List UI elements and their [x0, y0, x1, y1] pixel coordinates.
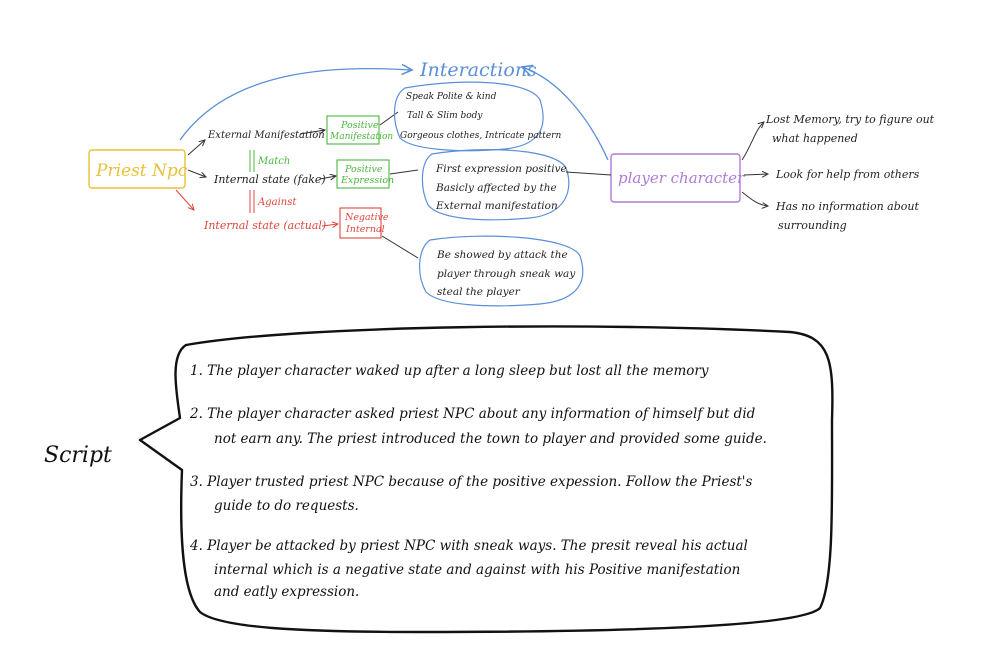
internal-notes-bubble — [419, 235, 584, 307]
player-character-box — [610, 153, 741, 203]
script-line-4: 3. Player trusted priest NPC because of … — [190, 474, 753, 490]
arrow-to-internal-actual — [175, 189, 194, 210]
positive-manifestation-line2: Manifestation — [329, 132, 393, 142]
manifestation-notes-bubble — [394, 81, 544, 152]
script-line-1: 1. The player character waked up after a… — [190, 363, 709, 379]
internal-note-1: Be showed by attack the — [436, 249, 568, 261]
arrow-to-look-for-help — [743, 174, 768, 175]
interactions-title: Interactions — [419, 59, 537, 81]
negative-internal-line1: Negative — [344, 212, 389, 223]
no-information-line1: Has no information about — [775, 200, 919, 213]
against-label: Against — [257, 197, 297, 208]
positive-manifestation-line1: Positive — [340, 120, 379, 131]
expression-note-3: External manifestation — [435, 200, 558, 212]
connector-internal-fake — [319, 176, 336, 179]
script-bubble — [138, 325, 834, 634]
expression-notes-bubble — [421, 149, 570, 221]
script-line-3: not earn any. The priest introduced the … — [214, 431, 767, 447]
internal-state-fake-label: Internal state (fake) — [213, 173, 326, 186]
internal-state-actual-label: Internal state (actual) — [203, 219, 326, 232]
internal-note-3: steal the player — [437, 286, 521, 298]
arrow-to-lost-memory — [741, 122, 764, 161]
manifestation-note-1: Speak Polite & kind — [406, 92, 497, 102]
look-for-help-text: Look for help from others — [775, 168, 920, 181]
positive-expression-box — [336, 159, 390, 189]
line-to-internal-notes — [381, 235, 419, 259]
line-to-expression-notes — [389, 169, 419, 175]
match-arrow — [249, 150, 255, 172]
script-label: Script — [44, 443, 112, 468]
expression-note-2: Basicly affected by the — [435, 182, 557, 194]
connector-external — [299, 130, 325, 135]
lost-memory-line2: what happened — [772, 132, 858, 145]
priest-npc-box — [88, 149, 186, 189]
priest-npc-label: Priest Npc — [95, 161, 188, 181]
connector-internal-actual — [321, 224, 338, 226]
manifestation-note-3: Gorgeous clothes, Intricate pattern — [400, 131, 561, 141]
script-line-5: guide to do requests. — [214, 498, 359, 514]
script-line-7: internal which is a negative state and a… — [214, 562, 740, 578]
manifestation-note-2: Tall & Slim body — [407, 111, 483, 121]
negative-internal-box — [339, 207, 382, 239]
negative-internal-line2: Internal — [345, 224, 385, 235]
script-line-8: and eatly expression. — [214, 584, 359, 600]
no-information-line2: surrounding — [778, 219, 847, 232]
lost-memory-line1: Lost Memory, try to figure out — [765, 113, 935, 126]
priest-to-interactions-arc — [179, 69, 412, 141]
positive-manifestation-box — [326, 115, 380, 145]
internal-note-2: player through sneak way — [437, 268, 576, 280]
script-line-2: 2. The player character asked priest NPC… — [189, 406, 756, 422]
against-arrow — [249, 190, 255, 213]
positive-expression-line1: Positive — [344, 164, 383, 175]
player-to-interactions-arc — [522, 67, 609, 161]
player-character-label: player character — [618, 169, 745, 187]
player-to-expression-line — [565, 171, 612, 176]
expression-note-1: First expression positive — [435, 163, 567, 175]
arrow-to-internal-fake — [187, 169, 206, 177]
positive-expression-line2: Expression — [340, 175, 394, 186]
match-label: Match — [257, 156, 290, 167]
arrow-to-external — [187, 140, 205, 156]
script-line-6: 4. Player be attacked by priest NPC with… — [189, 538, 748, 554]
arrow-to-no-information — [741, 191, 768, 206]
external-manifestation-label: External Manifestation — [207, 130, 325, 141]
